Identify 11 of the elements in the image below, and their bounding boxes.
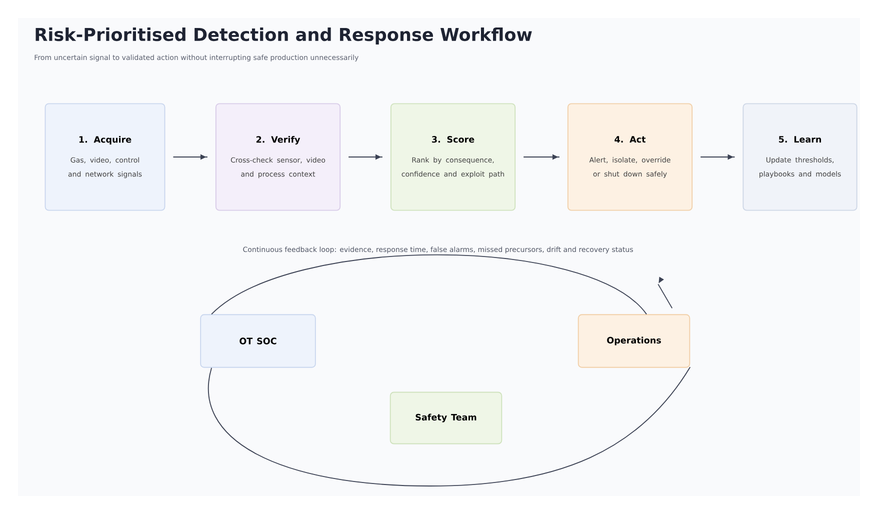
loop-arc: [211, 254, 647, 315]
arrow: [172, 154, 208, 160]
team-box: Operations: [578, 314, 690, 368]
arrow: [523, 154, 560, 160]
loop-arc: [208, 366, 691, 486]
arrow: [700, 154, 736, 160]
team-box: OT SOC: [200, 314, 316, 368]
arrow: [348, 154, 383, 160]
title: Risk-Prioritised Detection and Response Workflow: [36, 28, 532, 44]
arrow: [658, 276, 673, 309]
team-box: Safety Team: [390, 392, 502, 444]
